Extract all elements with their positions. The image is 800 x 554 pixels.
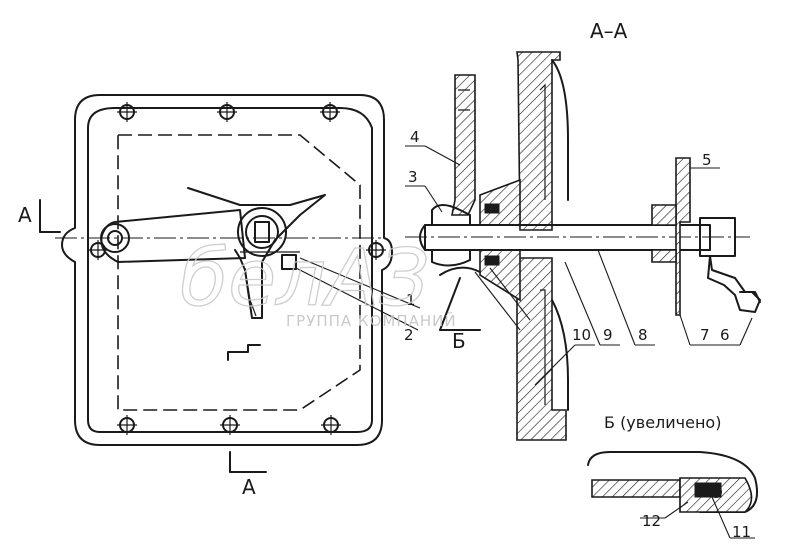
section-title: А–А	[590, 19, 628, 43]
callout-4: 4	[410, 128, 420, 146]
callout-11: 11	[732, 523, 751, 541]
housing-wall	[516, 51, 561, 231]
bolt-holes	[88, 102, 386, 435]
detail-title: Б (увеличено)	[604, 413, 721, 432]
hub	[479, 178, 521, 226]
shaft	[424, 224, 711, 251]
detail-ring-top	[587, 451, 758, 513]
section-letter-bottom: А	[242, 475, 256, 499]
section-mark-top: А	[18, 199, 61, 233]
callout-7: 7	[700, 326, 710, 344]
ring-3	[431, 204, 471, 226]
section-letter-top: А	[18, 203, 32, 227]
watermark: белАЗ ГРУППА КОМПАНИЙ	[179, 233, 457, 330]
callouts: 4 3 5 10 9 8 7 6 1 2	[295, 128, 753, 386]
callout-5: 5	[702, 151, 712, 169]
callout-12: 12	[642, 512, 661, 530]
callout-10: 10	[572, 326, 591, 344]
seal-upper	[484, 203, 500, 214]
callout-1: 1	[406, 291, 416, 309]
callout-8: 8	[638, 326, 648, 344]
detail-mark: Б	[439, 266, 531, 353]
detail-seal	[694, 482, 722, 498]
cover-inner-outline	[87, 107, 373, 433]
detail-callouts: 12 11	[640, 496, 755, 541]
watermark-text: ГРУППА КОМПАНИЙ	[286, 311, 457, 330]
cover-outer-outline	[61, 94, 393, 446]
handle-6	[707, 255, 761, 313]
section-mark-bottom: А	[229, 451, 267, 499]
front-view: А А	[18, 94, 393, 499]
seal-lower	[484, 255, 500, 266]
callout-6: 6	[720, 326, 730, 344]
callout-2: 2	[404, 326, 414, 344]
callout-3: 3	[408, 168, 418, 186]
section-view: А–А 4 3	[295, 19, 761, 441]
lever-4	[451, 74, 476, 216]
step-mark	[227, 344, 261, 361]
inner-gasket-line	[117, 134, 361, 411]
watermark-logo: белАЗ	[180, 234, 429, 324]
flange-7	[675, 157, 691, 316]
detail-bushing	[591, 479, 681, 498]
detail-letter: Б	[452, 329, 466, 353]
callout-9: 9	[603, 326, 613, 344]
detail-view: Б (увеличено) 12 11	[587, 413, 758, 541]
